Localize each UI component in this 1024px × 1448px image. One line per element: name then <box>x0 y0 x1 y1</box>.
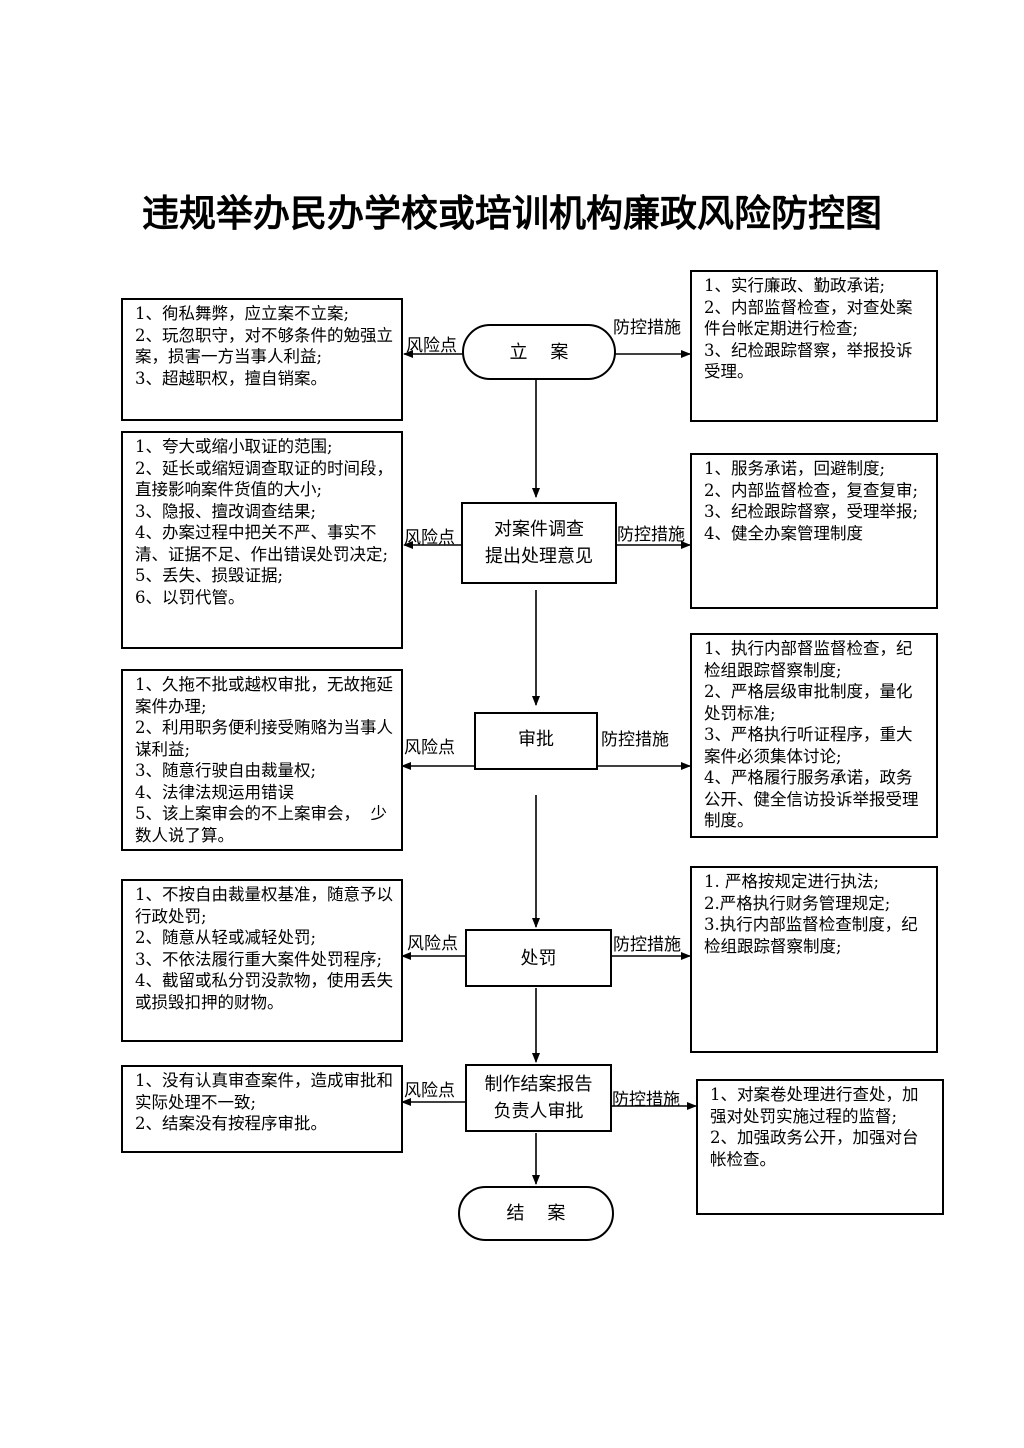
control-box-investigate: 1、服务承诺，回避制度; 2、内部监督检查，复查复审; 3、纪检跟踪督察，受理举… <box>690 453 938 609</box>
control-label: 防控措施 <box>617 525 685 545</box>
risk-box-approval: 1、久拖不批或越权审批，无故拖延案件办理; 2、利用职务便利接受贿赂为当事人谋利… <box>121 669 403 851</box>
risk-label: 风险点 <box>404 738 455 758</box>
step-investigate: 对案件调查 提出处理意见 <box>461 502 617 584</box>
risk-box-investigate: 1、夸大或缩小取证的范围; 2、延长或缩短调查取证的时间段，直接影响案件货值的大… <box>121 431 403 649</box>
step-register-case: 立 案 <box>462 324 616 380</box>
step-approval: 审批 <box>474 712 598 770</box>
control-label: 防控措施 <box>612 1090 680 1110</box>
control-label: 防控措施 <box>613 935 681 955</box>
step-closing-report: 制作结案报告 负责人审批 <box>465 1064 612 1132</box>
risk-label: 风险点 <box>404 528 455 548</box>
step-penalty: 处罚 <box>465 929 612 987</box>
risk-box-closing: 1、没有认真审查案件，造成审批和实际处理不一致; 2、结案没有按程序审批。 <box>121 1065 403 1153</box>
control-label: 防控措施 <box>601 730 669 750</box>
page-title: 违规举办民办学校或培训机构廉政风险防控图 <box>142 192 882 235</box>
risk-label: 风险点 <box>407 934 458 954</box>
risk-label: 风险点 <box>406 336 457 356</box>
risk-box-penalty: 1、不按自由裁量权基准，随意予以行政处罚; 2、随意从轻或减轻处罚; 3、不依法… <box>121 879 403 1042</box>
control-box-closing: 1、对案卷处理进行查处，加强对处罚实施过程的监督; 2、加强政务公开，加强对台帐… <box>696 1079 944 1215</box>
risk-box-register: 1、徇私舞弊，应立案不立案; 2、玩忽职守，对不够条件的勉强立案，损害一方当事人… <box>121 298 403 421</box>
control-box-approval: 1、执行内部督监督检查，纪检组跟踪督察制度; 2、严格层级审批制度，量化处罚标准… <box>690 633 938 838</box>
control-box-penalty: 1. 严格按规定进行执法; 2.严格执行财务管理规定; 3.执行内部监督检查制度… <box>690 866 938 1053</box>
risk-label: 风险点 <box>404 1081 455 1101</box>
control-box-register: 1、实行廉政、勤政承诺; 2、内部监督检查，对查处案件台帐定期进行检查; 3、纪… <box>690 270 938 422</box>
control-label: 防控措施 <box>613 318 681 338</box>
step-close-case: 结 案 <box>458 1186 614 1241</box>
